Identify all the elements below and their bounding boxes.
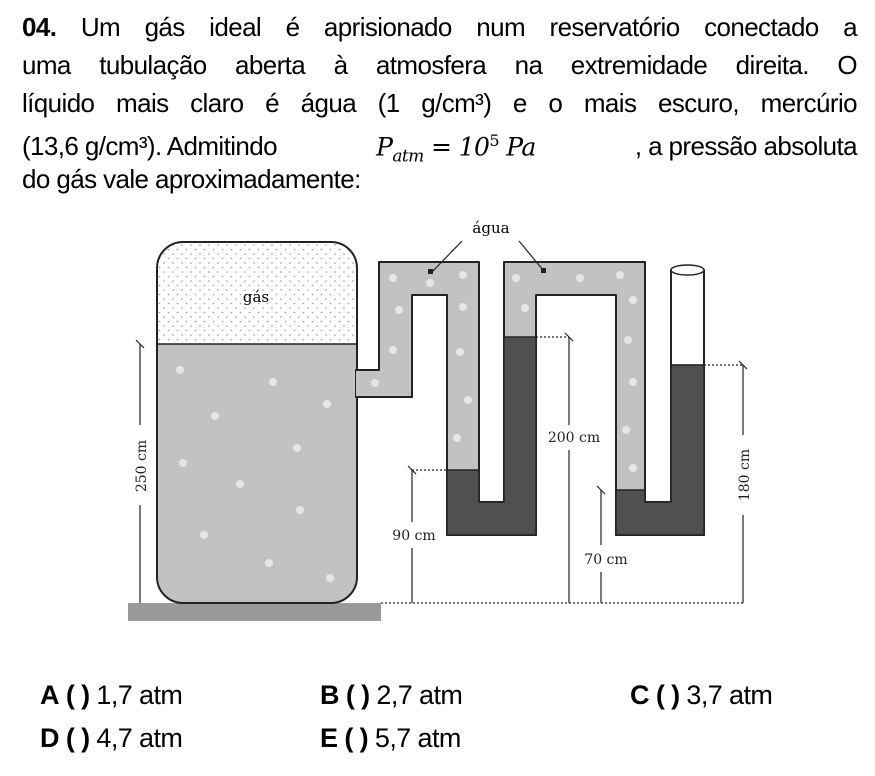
- open-tube-air: [672, 271, 703, 364]
- pressure-formula: Patm = 105 Pa: [376, 126, 536, 171]
- option-text: 1,7 atm: [96, 680, 183, 710]
- open-tube-mouth: [670, 264, 705, 276]
- question-line-2: uma tubulação aberta à atmosfera na extr…: [22, 50, 858, 80]
- formula-eq: = 10: [431, 132, 490, 162]
- formula-exp: 5: [489, 131, 499, 150]
- dim-180-label: 180 cm: [737, 449, 753, 501]
- mercury-u1: [446, 336, 537, 536]
- formula-sub: atm: [392, 146, 424, 167]
- option-letter: B: [320, 680, 340, 710]
- dim-90-label: 90 cm: [392, 528, 435, 544]
- question-number: 04.: [22, 12, 57, 42]
- option-c[interactable]: C ( ) 3,7 atm: [630, 680, 773, 711]
- option-letter: D: [40, 723, 60, 753]
- option-a[interactable]: A ( ) 1,7 atm: [40, 680, 183, 711]
- option-letter: E: [320, 723, 338, 753]
- option-checkbox[interactable]: ( ): [65, 680, 90, 710]
- question-text: , a pressão absoluta: [634, 131, 858, 162]
- option-letter: A: [40, 680, 60, 710]
- option-text: 5,7 atm: [374, 723, 461, 753]
- water-label: água: [472, 219, 509, 237]
- gas-tank: [156, 241, 358, 604]
- question-line-4: (13,6 g/cm³). Admitindo Patm = 105 Pa , …: [22, 126, 858, 171]
- gas-label: gás: [243, 288, 269, 306]
- question-text: Um gás ideal é aprisionado num reservató…: [80, 12, 858, 42]
- dim-70-label: 70 cm: [584, 552, 627, 568]
- question-text: (13,6 g/cm³). Admitindo: [22, 131, 278, 162]
- formula-p: P: [376, 132, 393, 162]
- dim-200-label: 200 cm: [548, 430, 600, 446]
- option-e[interactable]: E ( ) 5,7 atm: [320, 723, 461, 754]
- option-text: 2,7 atm: [376, 680, 463, 710]
- option-text: 3,7 atm: [686, 680, 773, 710]
- question-line-5: do gás vale aproximadamente:: [22, 164, 361, 194]
- option-checkbox[interactable]: ( ): [655, 680, 680, 710]
- gas-region: [157, 242, 357, 344]
- option-checkbox[interactable]: ( ): [65, 723, 90, 753]
- option-b[interactable]: B ( ) 2,7 atm: [320, 680, 463, 711]
- bubbles: [176, 271, 637, 582]
- dim-250-label: 250 cm: [134, 440, 150, 492]
- dimension-lines: [135, 332, 748, 604]
- option-checkbox[interactable]: ( ): [344, 723, 369, 753]
- formula-unit: Pa: [506, 132, 536, 162]
- option-d[interactable]: D ( ) 4,7 atm: [40, 723, 183, 754]
- option-text: 4,7 atm: [96, 723, 183, 753]
- ground-base: [128, 603, 381, 621]
- option-checkbox[interactable]: ( ): [345, 680, 370, 710]
- question-line-1: 04. Um gás ideal é aprisionado num reser…: [22, 12, 858, 42]
- option-letter: C: [630, 680, 650, 710]
- question-line-3: líquido mais claro é água (1 g/cm³) e o …: [22, 88, 858, 118]
